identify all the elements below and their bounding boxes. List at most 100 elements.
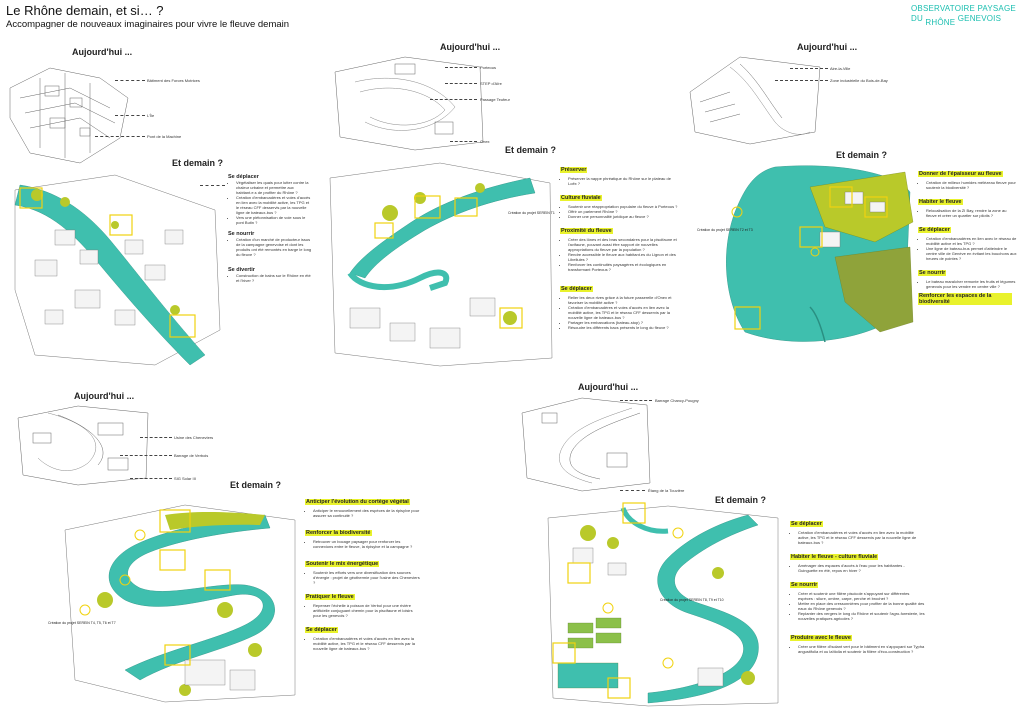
p2-section-4-list: Relier les deux rives grâce à la future … (560, 295, 680, 330)
p2-s3-item-2: Rendre accessible le fleuve aux habitant… (568, 252, 680, 262)
p2-s4-item-3: Partager les embarcations (bateau-stop) … (568, 320, 680, 325)
p2-s4-item-2: Création d'embarcadères et voies d'accès… (568, 305, 680, 320)
page-title: Le Rhône demain, et si… ? (6, 3, 164, 18)
p4-section-3-title: Soutenir le mix énergétique (305, 561, 380, 567)
p5-section-4-list: Créer une filière d'isolant vert pour le… (790, 644, 925, 654)
p3-s3-item-1: Création d'embarcadères en lien avec le … (926, 236, 1018, 246)
p3-section-2-title: Habiter le fleuve (918, 199, 963, 205)
p5-s3-item-3: Replanter des vergers le long du Rhône e… (798, 611, 925, 621)
p2-section-1-list: Préserver la nappe phréatique du Rhône s… (560, 176, 680, 186)
p5-sections: Se déplacer Création d'embarcadères et v… (790, 512, 925, 654)
p3-section-4-title: Se nourrir (918, 270, 947, 276)
p4-section-4-list: Repenser l'échelle à poisson de Verbol p… (305, 603, 420, 618)
p3-section-1-list: Création de milieux humides mélèzeau fle… (918, 180, 1018, 190)
p1-section-3-title: Se divertir (228, 267, 313, 273)
observatoire-logo: OBSERVATOIRE PAYSAGE DU RHÔNE GENEVOIS (911, 4, 1016, 27)
p4-tomorrow-illustration (64, 504, 296, 703)
p5-s3-item-1: Créer et soutenir une filière piscicole … (798, 591, 925, 601)
p2-section-3-title: Proximité du fleuve (560, 228, 613, 234)
p4-section-4-title: Pratiquer le fleuve (305, 594, 355, 600)
p3-leader-2 (775, 80, 828, 81)
p1-section-1-list: Végétaliser les quais pour lutter contre… (228, 180, 313, 225)
p3-s3-item-2: Une ligne de bateau-bus permet d'atteind… (926, 246, 1018, 261)
p3-today-sketch (689, 56, 821, 145)
p4-sections: Anticiper l'évolution du cortège végétal… (305, 490, 420, 651)
p2-section-3-list: Créer des lônes et des bras secondaires … (560, 237, 680, 272)
p1-today-heading: Aujourd'hui ... (72, 47, 133, 57)
p2-project-label: Création du projet SEREIN T1 (508, 211, 555, 215)
p1-today-label-1: Bâtiment des Forces Motrices (147, 78, 200, 83)
p2-today-label-1: Porteous (480, 65, 497, 70)
p2-s3-item-3: Renforcer les continuités paysagères et … (568, 262, 680, 272)
p3-sections: Donner de l'épaisseur au fleuve Création… (918, 162, 1018, 308)
p1-leader-4 (200, 185, 225, 186)
p1-s1-item-3: Vers une piétonnisation de voie sous le … (236, 215, 313, 225)
p4-section-2-list: Retrouver un bocage paysager pour renfor… (305, 539, 420, 549)
p4-section-5-title: Se déplacer (305, 627, 338, 633)
p1-today-label-3: Pont de la Machine (147, 134, 182, 139)
p4-leader-3 (130, 478, 172, 479)
p4-section-5-list: Création d'embarcadères et voies d'accès… (305, 636, 420, 651)
p4-today-label-3: SIG Solar III (174, 476, 196, 481)
p4-section-1-list: Anticiper le renouvellement des espèces … (305, 508, 420, 518)
p1-section-1-title: Se déplacer (228, 174, 313, 180)
p2-s2-item-2: Offrir un parlement Rhône ? (568, 209, 680, 214)
p5-today-heading: Aujourd'hui ... (578, 382, 639, 392)
p3-tomorrow-heading: Et demain ? (836, 150, 888, 160)
p4-today-label-2: Barrage de Verbois (174, 453, 209, 458)
page-subtitle: Accompagner de nouveaux imaginaires pour… (6, 19, 290, 30)
p3-section-3-list: Création d'embarcadères en lien avec le … (918, 236, 1018, 261)
p3-section-2-list: Relocalisation de la ZI Bay, rendre la z… (918, 208, 1018, 218)
p3-today-label-2: Zone industrielle du Bois-de-Bay (830, 78, 888, 83)
p2-sections: Préserver Préserver la nappe phréatique … (560, 158, 680, 330)
p2-leader-3 (430, 99, 477, 100)
p4-leader-1 (140, 437, 172, 438)
p1-s2-item-1: Création d'un marché de producteur issus… (236, 237, 313, 257)
p2-section-2-list: Soutenir une réappropriation populaire d… (560, 204, 680, 219)
p5-section-2-list: Aménager des espaces d'accès à l'eau pou… (790, 563, 925, 573)
p3-tomorrow-illustration (726, 165, 914, 343)
p5-tomorrow-heading: Et demain ? (715, 495, 767, 505)
p2-s2-item-3: Donner une personnalité juridique au fle… (568, 214, 680, 219)
p1-leader-3 (95, 136, 145, 137)
p4-section-1-title: Anticiper l'évolution du cortège végétal (305, 499, 410, 505)
p1-today-label-2: L'Île (147, 113, 155, 118)
p1-section-2-title: Se nourrir (228, 231, 313, 237)
p2-leader-4 (450, 141, 477, 142)
p1-today-sketch (9, 67, 129, 164)
p1-section-2-list: Création d'un marché de producteur issus… (228, 237, 313, 257)
p1-leader-1 (115, 80, 145, 81)
p3-project-label: Création du projet SEREIN T2 et T3 (697, 228, 753, 232)
p1-s1-item-2: Création d'embarcadères et voies d'accès… (236, 195, 313, 215)
p5-s4-item-1: Créer une filière d'isolant vert pour le… (798, 644, 925, 654)
p5-section-1-list: Création d'embarcadères et voies d'accès… (790, 530, 925, 545)
p3-today-heading: Aujourd'hui ... (797, 42, 858, 52)
p3-s4-item-1: Le bateau maraîcher remonte les fruits e… (926, 279, 1018, 289)
p2-s4-item-4: Résoudre les différents bacs présents le… (568, 325, 680, 330)
p5-section-3-list: Créer et soutenir une filière piscicole … (790, 591, 925, 621)
p2-tomorrow-illustration (329, 162, 553, 367)
p2-today-label-2: STEP d'Aïre (480, 81, 502, 86)
p4-section-3-list: Soutenir les efforts vers une diversific… (305, 570, 420, 585)
p2-today-label-4: Onex (480, 139, 490, 144)
p2-section-2-title: Culture fluviale (560, 195, 602, 201)
p2-tomorrow-heading: Et demain ? (505, 145, 557, 155)
p2-s1-item-1: Préserver la nappe phréatique du Rhône s… (568, 176, 680, 186)
p3-today-label-1: Aire-la-Ville (830, 66, 851, 71)
p4-today-label-1: Usine des Cheneviers (174, 435, 214, 440)
p2-leader-2 (445, 83, 477, 84)
p2-today-sketch (334, 56, 484, 151)
p3-section-3-title: Se déplacer (918, 227, 951, 233)
p4-s1-item-1: Anticiper le renouvellement des espèces … (313, 508, 420, 518)
p5-section-3-title: Se nourrir (790, 582, 819, 588)
p2-today-label-3: Passage Teufeur (480, 97, 510, 102)
p5-section-1-title: Se déplacer (790, 521, 823, 527)
p1-tomorrow-illustration (14, 174, 221, 366)
p5-today-label-1: Barrage Chancy-Pougny (655, 398, 699, 403)
p5-today-label-2: Étang de la Touvière (648, 488, 685, 493)
p5-project-label: Création du projet SEREIN T8, T9 et T10 (660, 598, 724, 602)
p4-s4-item-1: Repenser l'échelle à poisson de Verbol p… (313, 603, 420, 618)
p4-leader-2 (120, 455, 172, 456)
p3-section-5-title: Renforcer les espaces de la biodiversité (918, 293, 1012, 305)
p2-section-1-title: Préserver (560, 167, 588, 173)
